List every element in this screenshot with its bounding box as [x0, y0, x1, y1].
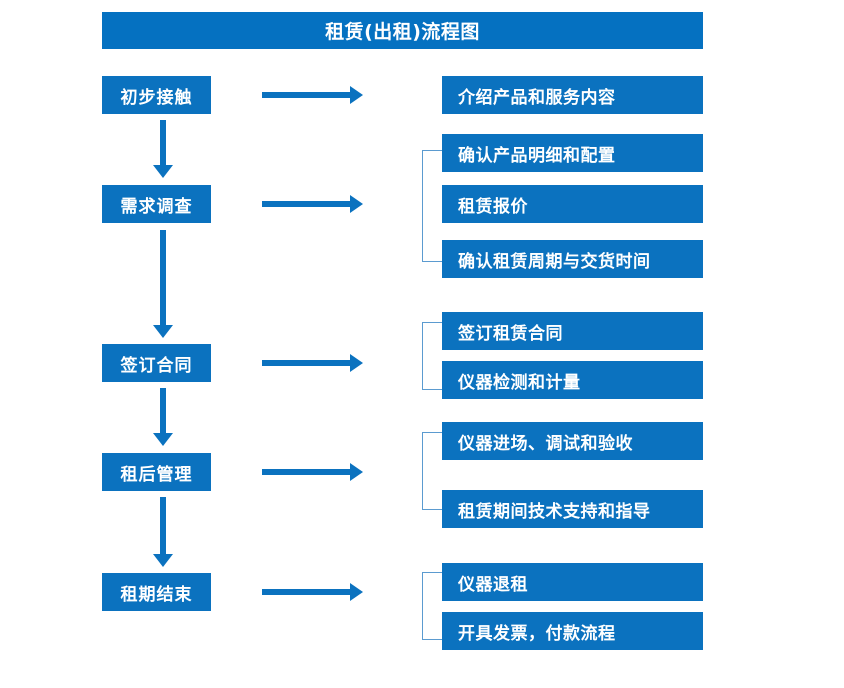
detail-box-yiqijinchang[interactable]: 仪器进场、调试和验收: [442, 422, 703, 460]
vertical-arrow-xuqiudiaocha-to-qiandinghetong: [153, 230, 173, 338]
group-bracket-qiandinghetong: [422, 322, 442, 390]
vertical-arrow-qiandinghetong-to-zuhouguanli: [153, 388, 173, 446]
stage-box-xuqiudiaocha[interactable]: 需求调查: [102, 185, 211, 223]
detail-box-yiqituizu[interactable]: 仪器退租: [442, 563, 703, 601]
horizontal-arrow-xuqiudiaocha: [262, 195, 363, 213]
stage-box-zuhouguanli[interactable]: 租后管理: [102, 453, 211, 491]
vertical-arrow-zuhouguanli-to-zuqijieshu: [153, 497, 173, 567]
detail-box-kaijufapiao[interactable]: 开具发票，付款流程: [442, 612, 703, 650]
group-bracket-zuqijieshu: [422, 572, 442, 640]
detail-box-zulinbaojia[interactable]: 租赁报价: [442, 185, 703, 223]
detail-box-zulinqijianjishuzhichi[interactable]: 租赁期间技术支持和指导: [442, 490, 703, 528]
horizontal-arrow-chubujiechu: [262, 86, 363, 104]
horizontal-arrow-qiandinghetong: [262, 354, 363, 372]
horizontal-arrow-zuqijieshu: [262, 583, 363, 601]
vertical-arrow-chubujiechu-to-xuqiudiaocha: [153, 120, 173, 178]
detail-box-jieshaochanpin[interactable]: 介绍产品和服务内容: [442, 76, 703, 114]
detail-box-querenchanpinmingxi[interactable]: 确认产品明细和配置: [442, 134, 703, 172]
group-bracket-zuhouguanli: [422, 432, 442, 510]
stage-box-zuqijieshu[interactable]: 租期结束: [102, 573, 211, 611]
page-title: 租赁(出租)流程图: [102, 12, 703, 49]
stage-box-qiandinghetong[interactable]: 签订合同: [102, 344, 211, 382]
detail-box-querenzulinzhouqi[interactable]: 确认租赁周期与交货时间: [442, 240, 703, 278]
horizontal-arrow-zuhouguanli: [262, 463, 363, 481]
detail-box-yiqijiancejiliang[interactable]: 仪器检测和计量: [442, 361, 703, 399]
group-bracket-xuqiudiaocha: [422, 150, 442, 262]
stage-box-chubujiechu[interactable]: 初步接触: [102, 76, 211, 114]
detail-box-qiandingzulinhetong[interactable]: 签订租赁合同: [442, 312, 703, 350]
